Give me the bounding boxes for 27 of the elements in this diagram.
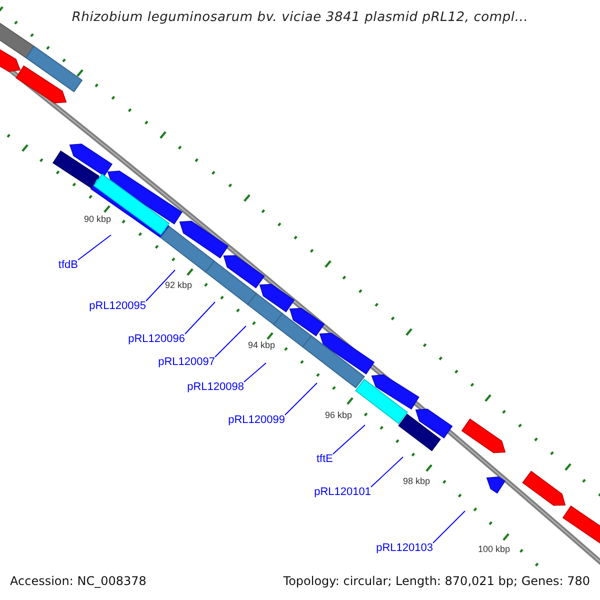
tick-label: 100 kbp xyxy=(478,544,510,555)
leader-line xyxy=(284,382,318,416)
leader-line xyxy=(370,456,404,488)
leader-line xyxy=(78,234,112,260)
map-title: Rhizobium leguminosarum bv. viciae 3841 plasmid pRL12, compl... xyxy=(70,10,530,25)
gene-label: pRL120099 xyxy=(228,414,285,427)
topology-note: Topology: circular; Length: 870,021 bp; Genes: 780 xyxy=(283,574,590,588)
leader-line xyxy=(184,302,216,334)
gene-label: tfdB xyxy=(58,259,78,272)
leader-line xyxy=(432,510,466,544)
leader-line xyxy=(332,424,366,454)
gene-label: tftE xyxy=(316,453,333,466)
leader-line xyxy=(244,362,266,382)
tick-label: 98 kbp xyxy=(403,476,430,487)
gene-label: pRL120097 xyxy=(158,356,215,369)
gene-label: pRL120101 xyxy=(314,486,371,499)
gene-label: pRL120098 xyxy=(187,381,244,394)
gene-label: pRL120096 xyxy=(128,333,185,346)
tick-label: 96 kbp xyxy=(325,410,352,421)
tick-label: 92 kbp xyxy=(165,280,192,291)
tick-label: 94 kbp xyxy=(248,340,276,351)
gene-label: pRL120095 xyxy=(89,300,146,313)
gene-label: pRL120103 xyxy=(376,542,433,555)
leader-line xyxy=(146,270,176,302)
accession-note: Accession: NC_008378 xyxy=(10,574,146,588)
leader-line xyxy=(214,326,246,358)
tick-label: 90 kbp xyxy=(84,214,112,225)
